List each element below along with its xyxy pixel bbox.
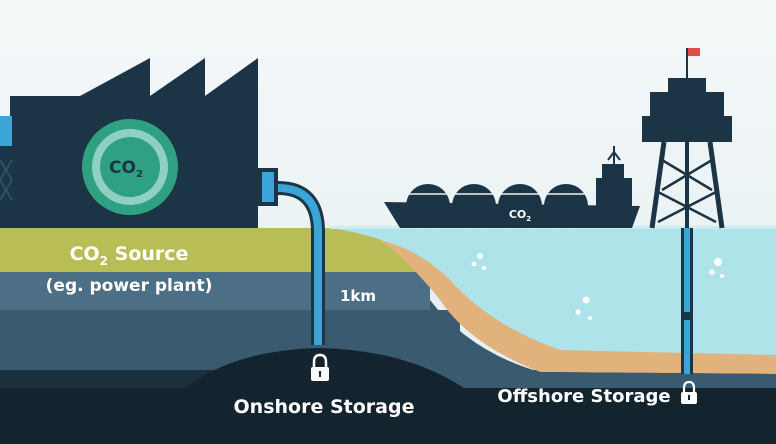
sea (330, 228, 776, 360)
onshore-storage-label: Onshore Storage (234, 396, 415, 418)
lock-icon (681, 380, 697, 404)
ship-co2-badge: CO2 (509, 208, 531, 223)
lock-icon (311, 353, 329, 381)
storage-band (0, 388, 776, 444)
seabed-sand (380, 240, 776, 374)
source-label: CO2 Source (70, 243, 189, 268)
svg-text:CO2: CO2 (109, 158, 143, 180)
ship-badge-sub: 2 (526, 215, 531, 223)
ship-badge-main: CO (509, 208, 526, 221)
source-sublabel: (eg. power plant) (46, 276, 213, 296)
ship-icon (384, 146, 640, 228)
factory-co2-badge: CO2 (82, 119, 178, 215)
seabed-rock (430, 300, 776, 390)
factory-badge-sub: 2 (136, 169, 143, 180)
flag-icon (688, 48, 700, 56)
factory-badge-main: CO (109, 158, 136, 178)
onshore-pipe-inner (277, 184, 322, 345)
rock-layer-1 (0, 272, 430, 310)
bubbles-icon (471, 253, 724, 320)
depth-label: 1km (340, 287, 376, 305)
oil-rig-icon (642, 48, 732, 229)
offshore-storage-label: Offshore Storage (497, 386, 670, 407)
source-layer (0, 228, 420, 272)
